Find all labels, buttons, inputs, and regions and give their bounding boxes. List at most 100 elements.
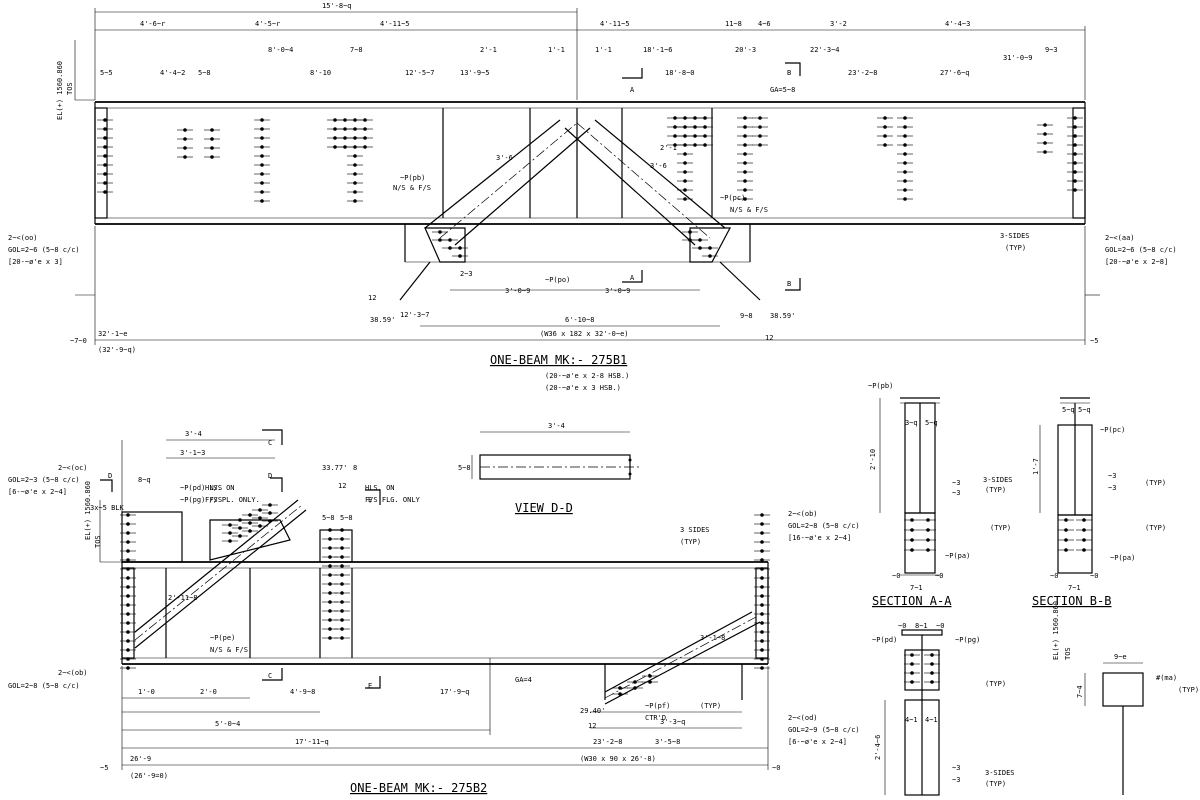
b2-callout-5: F/S FLG. ONLY [365,496,421,504]
b1-right-tail: ~5 [1090,337,1098,345]
b2-left-len-2: (26'-9=0) [130,772,168,780]
sec-ee-tos: TOS [1064,647,1072,660]
b2-bottom-dim-3: 17'-11~q [295,738,329,746]
sec-bb-dim-4: ~0 [1050,572,1058,580]
b1-row2-dim-3: 8'-0~4 [268,46,293,54]
b1-diag-2: 3'-6 [650,162,667,170]
b2-left-note-2: [6-~ø'e x 2~4] [8,488,67,496]
b1-row2-dim-18: 9~3 [1045,46,1058,54]
b2-sec-e-top: E [368,496,372,504]
sec-aa-dim-5: 7~1 [910,584,923,592]
b2-bottom-dim-2: 5'-0~4 [215,720,240,728]
b1-diag-1: 3'-6 [496,154,513,162]
sec-bb-dim-5: 7~1 [1068,584,1081,592]
sec-aa-dim-3: ~3 [952,489,960,497]
view-dd-side: 5~8 [458,464,471,472]
b2-sec-c-top: C [268,439,272,447]
b2-sec-d-right: D [268,472,272,480]
sec-aa-note-4: (TYP) [990,524,1011,532]
b2-callout-3: F/S PL. ONLY. [205,496,260,504]
sec-bb-dim-6: ~0 [1090,572,1098,580]
b2-slope-a: 8 [353,464,357,472]
sec-cc-dim-6: ~3 [952,776,960,784]
b1-title: ONE-BEAM MK:- 275B1 [490,353,627,367]
b1-row2-dim-12: 18'-8~0 [665,69,695,77]
view-dd-dim: 3'-4 [548,422,565,430]
sec-bb-height: 1'-7 [1032,458,1040,475]
b1-bottom-dim-5: 9~8 [740,312,753,320]
b1-callout-1: N/S & F/S [393,184,431,192]
sec-cc-dim-5: ~3 [952,764,960,772]
b1-left-len-2: (32'-9~q) [98,346,136,354]
b2-left-len: 26'-9 [130,755,151,763]
b2-left-note-3: 3x~5 BLK [90,504,125,512]
b2-right-note-3: 3 SIDES [680,526,710,534]
b1-row2-dim-5: 8'-10 [310,69,331,77]
b2-callout-1: ~P(pg) F/S [180,496,222,504]
b2-angle: 33.77' [322,464,347,472]
b1-callout-3: N/S & F/S [730,206,768,214]
b1-top-dim-0: 4'-6~r [140,20,165,28]
b1-angle-1: 38.59' [370,316,395,324]
sec-aa-note-3: ~P(pa) [945,552,970,560]
b2-tail-l: ~5 [100,764,108,772]
view-dd-title: VIEW D-D [515,501,573,515]
b2-angle-2: 29.40' [580,707,605,715]
b1-callout-7: GA=5~8 [770,86,795,94]
b1-bottom-dim-3: 3'-0~9 [605,287,630,295]
b1-hsb-1: (20-~ø'e x 2-8 HSB.) [545,372,629,380]
b2-callout-6: ~P(pe) [210,634,235,642]
b1-row2-dim-13: 20'-3 [735,46,756,54]
sec-ee-height: 7~4 [1076,685,1084,698]
sec-cc-dim-4: 4~1 [925,716,938,724]
b1-top-dim-7: 4'-4~3 [945,20,970,28]
b1-callout-4: ~P(po) [545,276,570,284]
section-bb-bolts [1058,518,1092,552]
b2-sec-c-bot: C [268,672,272,680]
sec-aa-note-0: ~P(pb) [868,382,893,390]
b1-row2-dim-6: 12'-5~7 [405,69,435,77]
b2-callout-7: N/S & F/S [210,646,248,654]
b1-row2-dim-15: 23'-2~8 [848,69,878,77]
b1-el: EL(+) 1560.860 [56,61,64,120]
b2-member: (W30 x 90 x 26'-8) [580,755,656,763]
b2-bottom-dim-8: 3'-3~q [660,718,685,726]
b1-sec-a-top: A [630,86,635,94]
b2-bottom-dim-0: 1'-0 [138,688,155,696]
b1-callout-0: ~P(pb) [400,174,425,182]
b2-sec-d-left: D [108,472,112,480]
b1-row2-dim-8: 2'-1 [480,46,497,54]
beam-275b2-bolt-groups [120,503,770,696]
b2-left-note-5: GOL=2~8 (5~8 c/c) [8,682,80,690]
section-ee: 9~e 7~4 EL(+) 1560.860 TOS #(ma) (TYP) [1052,601,1199,795]
sec-bb-note-0: ~P(pc) [1100,426,1125,434]
b1-row2-dim-9: 1'-1 [548,46,565,54]
b2-diag-1: 2'-11~8 [168,594,198,602]
b2-el: EL(+) 1560.860 [84,481,92,540]
b1-left-note-2: [20-~ø'e x 3] [8,258,63,266]
beam-275b2-notes: 2~<(oc)GOL=2~3 (5~8 c/c)[6-~ø'e x 2~4]3x… [8,464,860,746]
b1-top-dim-1: 4'-5~r [255,20,280,28]
sec-bb-note-2: (TYP) [1145,524,1166,532]
sec-cc-dim-1: 8~1 [915,622,928,630]
sec-aa-dim-2: ~3 [952,479,960,487]
b2-tail-r: ~0 [772,764,780,772]
b2-callout-4: HLS. ON [365,484,395,492]
b1-bottom-dim-2: 3'-0~9 [505,287,530,295]
b1-top-dim-3: 4'-11~5 [600,20,630,28]
b1-hsb-2: (20-~ø'e x 3 HSB.) [545,384,621,392]
b2-top-dim-2: 8~q [138,476,151,484]
beam-275b1-notes: 2~<(oo)GOL=2~6 (5~8 c/c)[20-~ø'e x 3]2~<… [8,86,1177,284]
b1-bottom-dim-1: 2~3 [460,270,473,278]
b1-row2-dim-16: 27'-6~q [940,69,970,77]
b1-slope: 12 [368,294,376,302]
b2-slope-b: 12 [338,482,346,490]
beam-275b1-dimensions [74,8,1100,345]
b1-slope-r: 12 [765,334,773,342]
beam-275b1-labels: ONE-BEAM MK:- 275B1 (20-~ø'e x 2-8 HSB.)… [56,2,1098,392]
b1-row2-dim-0: 5~5 [100,69,113,77]
b1-left-tail: ~7~0 [70,337,87,345]
sec-aa-note-1: 3-SIDES [983,476,1013,484]
b1-row2-dim-7: 13'-9~5 [460,69,490,77]
